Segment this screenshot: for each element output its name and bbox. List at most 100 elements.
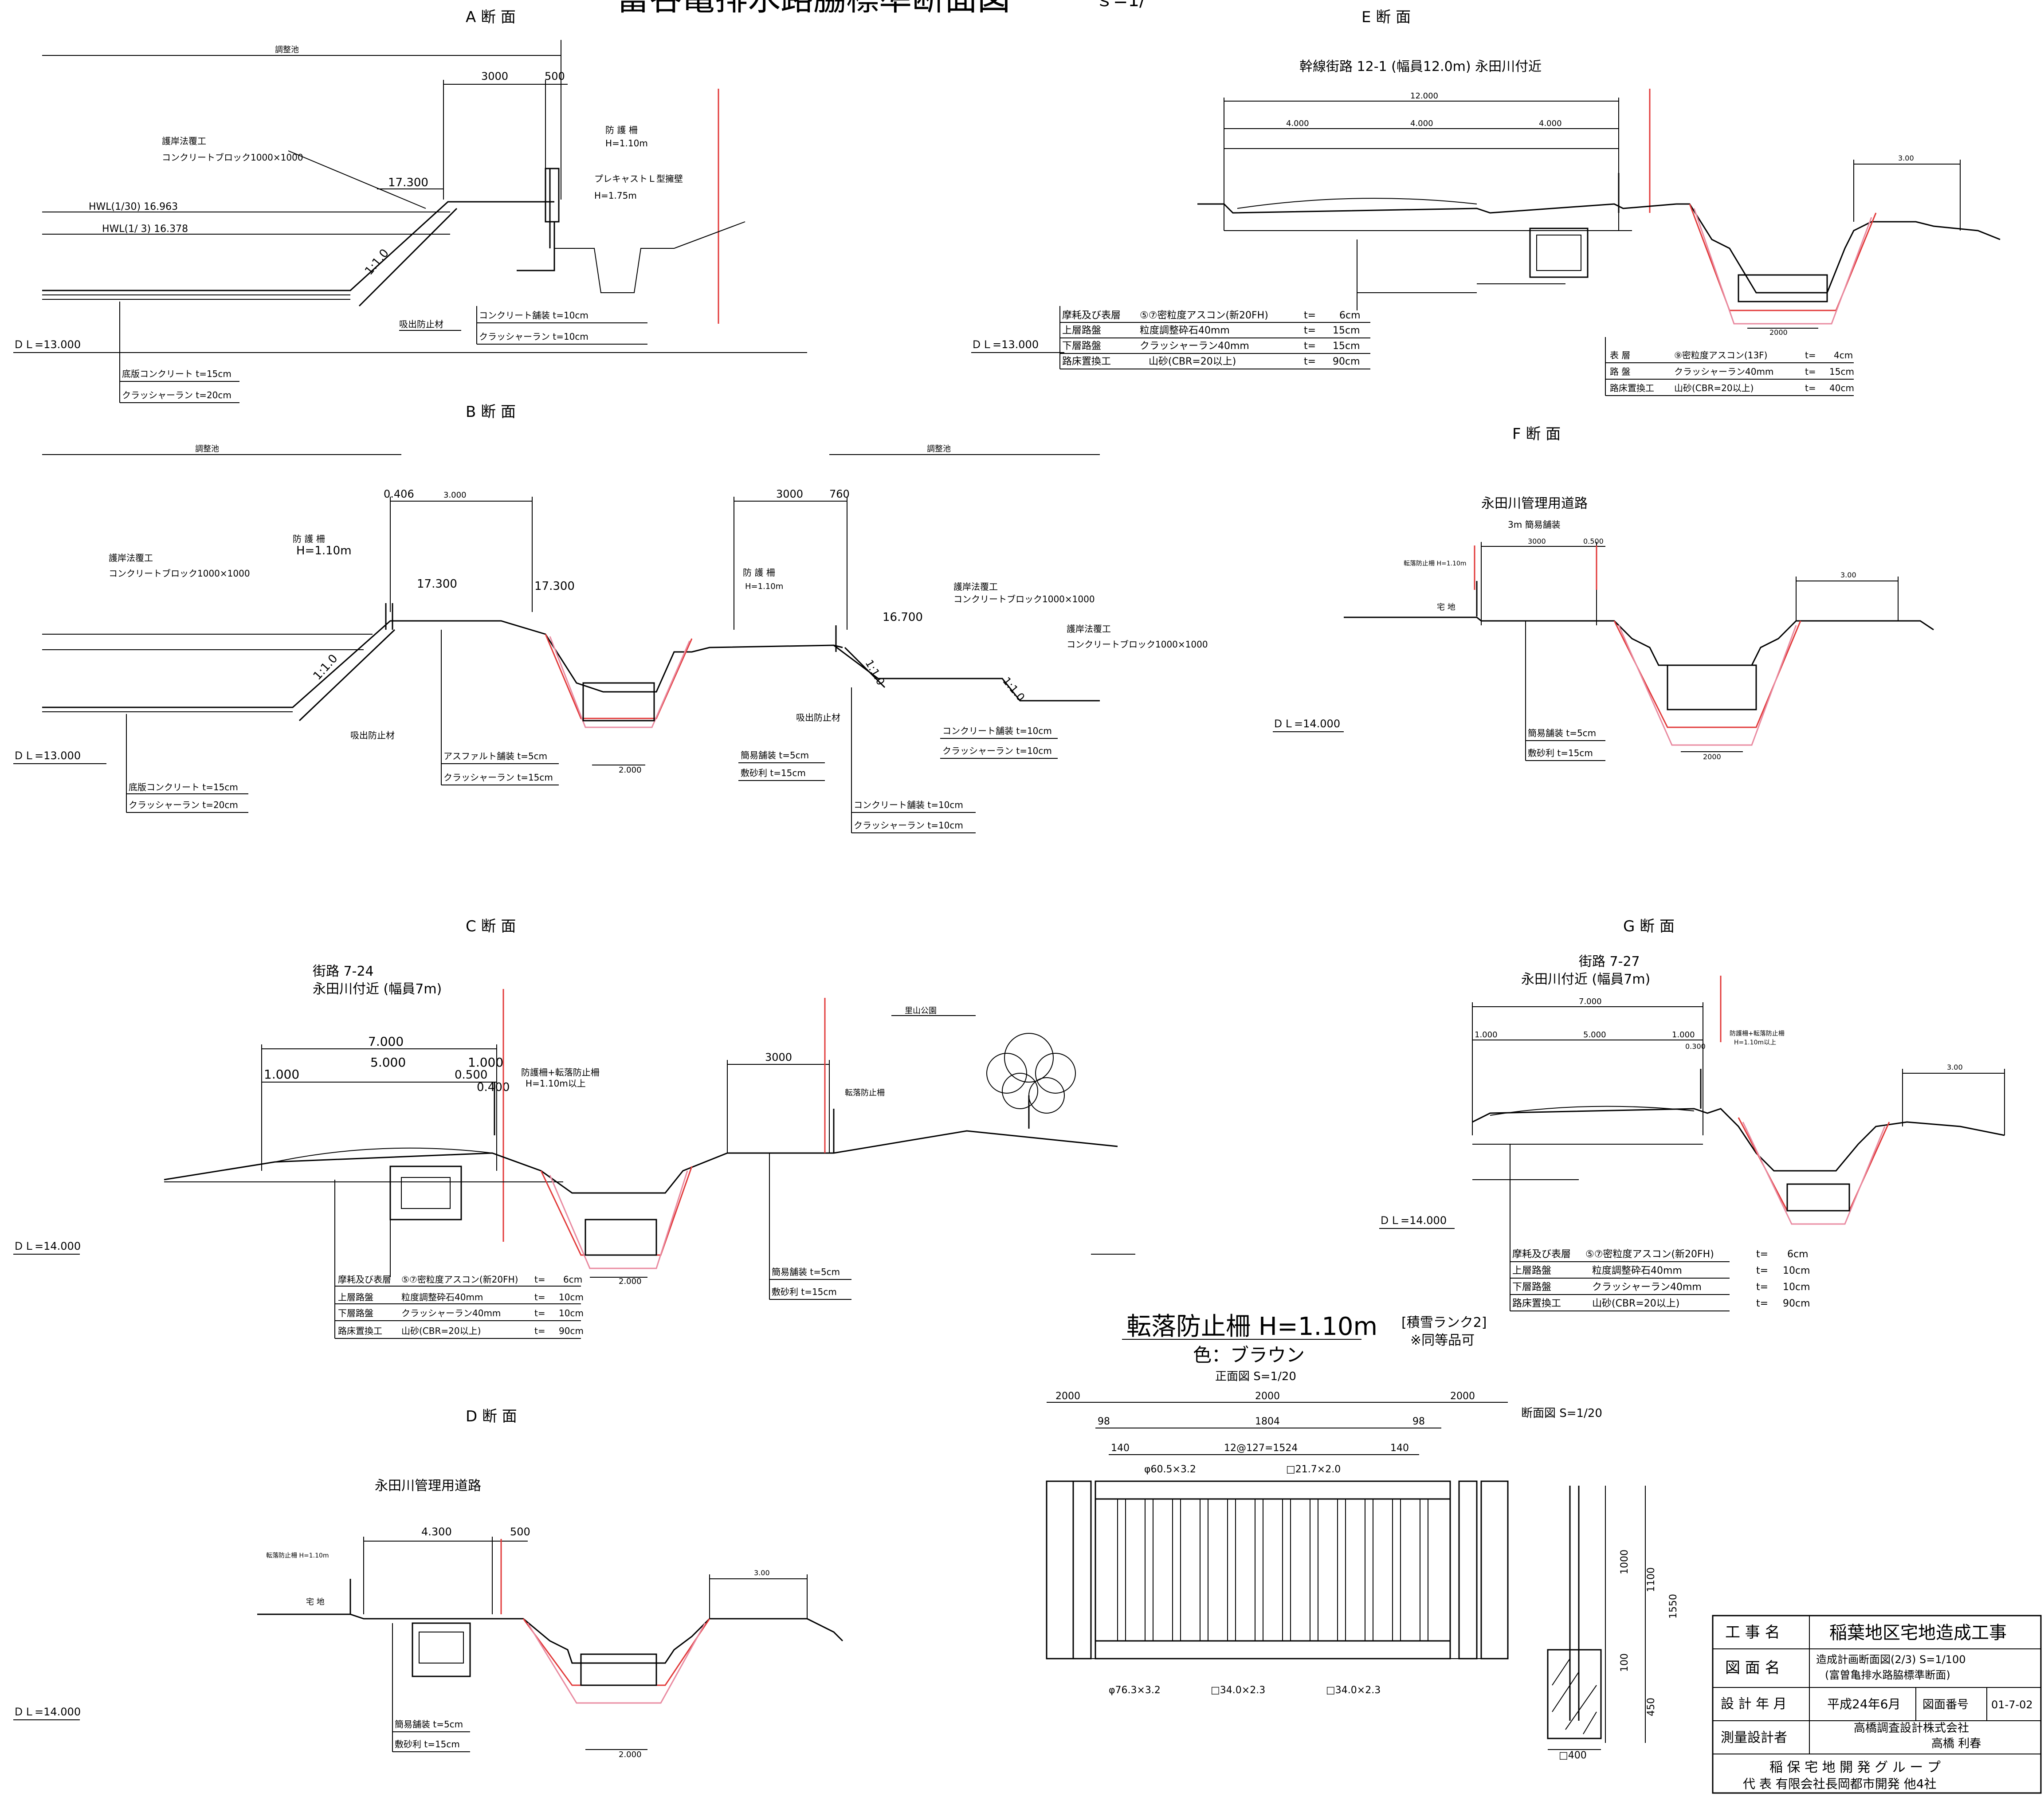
section-g-fence-h: H=1.10m以上 bbox=[1734, 1039, 1776, 1046]
section-b-title: B 断 面 bbox=[466, 403, 516, 421]
section-e-t-4b: 山砂(CBR=20以上) bbox=[1149, 356, 1236, 367]
section-a-revetment-spec: コンクリートブロック1000×1000 bbox=[162, 152, 303, 163]
section-b-dim-r1: 3000 bbox=[776, 488, 803, 500]
section-c-t-1a: 摩耗及び表層 bbox=[338, 1274, 391, 1285]
section-f-simple-2: 敷砂利 t=15cm bbox=[1528, 748, 1593, 758]
title-block: 工 事 名 稲葉地区宅地造成工事 図 面 名 造成計画断面図(2/3) S=1/… bbox=[1712, 1615, 2042, 1794]
section-e-t2-2a: 路 盤 bbox=[1610, 366, 1630, 377]
section-f-dim-1: 3000 bbox=[1528, 537, 1546, 545]
section-b-dim-l2: 3.000 bbox=[443, 490, 467, 500]
tb-label-drawing: 図 面 名 bbox=[1725, 1659, 1780, 1677]
section-c-t-4a: 路床置換工 bbox=[338, 1326, 382, 1336]
fence-bar bbox=[1145, 1499, 1153, 1641]
fence-detail: 転落防止柵 H=1.10m [積雪ランク2] ※同等品可 色：ブラウン 正面図 … bbox=[1046, 1312, 1679, 1761]
section-e-t2-3a: 路床置換工 bbox=[1610, 383, 1654, 393]
section-g-t-4b: 山砂(CBR=20以上) bbox=[1592, 1298, 1679, 1309]
section-a: A 断 面 調整池 3000 500 護岸法覆工 コンクリートブロック1000×… bbox=[13, 8, 807, 403]
section-b-fence-r: 防 護 柵 bbox=[743, 567, 775, 578]
section-e-t2-2c: t= bbox=[1805, 366, 1816, 377]
fence-bar bbox=[1255, 1499, 1263, 1641]
section-c-t-2d: 10cm bbox=[559, 1292, 584, 1303]
section-a-suction: 吸出防止材 bbox=[399, 319, 443, 330]
section-d-right: 3.00 bbox=[754, 1569, 770, 1577]
section-a-hwl1: HWL(1/30) 16.963 bbox=[89, 201, 178, 212]
section-g-t-3b: クラッシャーラン40mm bbox=[1592, 1282, 1702, 1293]
section-f-right: 3.00 bbox=[1840, 571, 1856, 579]
section-c-t-4d: 90cm bbox=[559, 1326, 584, 1336]
section-b-width: 2.000 bbox=[619, 765, 642, 775]
section-g-t-1c: t= bbox=[1756, 1249, 1768, 1260]
section-e-t2-1d: 4cm bbox=[1834, 350, 1853, 361]
section-e-right: 3.00 bbox=[1898, 154, 1914, 162]
section-a-title: A 断 面 bbox=[466, 8, 516, 26]
section-e-total: 12.000 bbox=[1410, 91, 1438, 101]
fence-dim-top-2: 2000 bbox=[1255, 1391, 1280, 1402]
section-f-width: 2000 bbox=[1703, 753, 1721, 761]
section-b-elev3: 16.700 bbox=[883, 611, 923, 624]
section-g-pavement-table: 摩耗及び表層 ⑤⑦密粒度アスコン(新20FH) t= 6cm 上層路盤 粒度調整… bbox=[1510, 1144, 1810, 1311]
section-b-dl: ＤＬ=13.000 bbox=[13, 749, 81, 762]
fence-bar1: □34.0×2.3 bbox=[1211, 1685, 1265, 1696]
section-d-simple-2: 敷砂利 t=15cm bbox=[395, 1739, 460, 1750]
section-g-dim-3: 1.000 bbox=[1672, 1030, 1695, 1040]
section-a-pave-2: クラッシャーラン t=10cm bbox=[479, 331, 588, 342]
fence-bars bbox=[1117, 1499, 1428, 1641]
section-g-t-2b: 粒度調整砕石40mm bbox=[1592, 1265, 1682, 1276]
tb-drawing-2: (富曽亀排水路脇標準断面) bbox=[1825, 1669, 1950, 1681]
section-b-conc2-1: コンクリート舗装 t=10cm bbox=[854, 800, 963, 810]
fence-dim2-1: 98 bbox=[1098, 1416, 1110, 1427]
section-a-top-label: 調整池 bbox=[275, 45, 299, 55]
section-c-park: 里山公園 bbox=[905, 1006, 937, 1016]
section-c-t-3c: t= bbox=[534, 1308, 545, 1318]
section-b-revet-r2-spec: コンクリートブロック1000×1000 bbox=[1067, 639, 1208, 650]
section-b-asph-1: アスファルト舗装 t=5cm bbox=[443, 751, 547, 761]
section-a-dl: ＤＬ=13.000 bbox=[13, 338, 81, 351]
tb-group: 稲 保 宅 地 開 発 グ ル ー プ bbox=[1769, 1760, 1941, 1775]
section-a-elev: 17.300 bbox=[388, 176, 428, 189]
fence-title: 転落防止柵 H=1.10m bbox=[1126, 1312, 1377, 1341]
section-e-t-2c: t= bbox=[1304, 325, 1316, 336]
fence-h-450: 450 bbox=[1646, 1698, 1657, 1716]
section-e-t-2d: 15cm bbox=[1333, 325, 1360, 336]
section-g-t-1a: 摩耗及び表層 bbox=[1512, 1249, 1571, 1260]
section-g-t-4a: 路床置換工 bbox=[1512, 1298, 1561, 1309]
sheet-title: 富谷亀排水路脇標準断面図 bbox=[616, 0, 1010, 18]
section-b-conc1-2: クラッシャーラン t=10cm bbox=[942, 745, 1052, 756]
section-c-simple-1: 簡易舗装 t=5cm bbox=[772, 1267, 840, 1277]
section-e-t-3d: 15cm bbox=[1333, 341, 1360, 352]
section-e-pavement-table: 摩耗及び表層 ⑤⑦密粒度アスコン(新20FH) t= 6cm 上層路盤 粒度調整… bbox=[1059, 306, 1370, 369]
section-f-title: F 断 面 bbox=[1512, 425, 1561, 443]
tb-designer-2: 高橋 利春 bbox=[1931, 1737, 1981, 1750]
section-b-dim-r2: 760 bbox=[829, 488, 850, 500]
section-e-t-2a: 上層路盤 bbox=[1062, 325, 1101, 336]
section-g-dim-4: 0.300 bbox=[1685, 1042, 1706, 1051]
section-c-simple-2: 敷砂利 t=15cm bbox=[772, 1287, 837, 1297]
tb-drawing-1: 造成計画断面図(2/3) S=1/100 bbox=[1816, 1653, 1966, 1666]
fence-pipe1: φ60.5×3.2 bbox=[1144, 1464, 1196, 1475]
section-g-t-3d: 10cm bbox=[1783, 1282, 1810, 1293]
section-c-t-4c: t= bbox=[534, 1326, 545, 1336]
section-e-t2-1c: t= bbox=[1805, 350, 1816, 361]
section-c-t-3a: 下層路盤 bbox=[338, 1308, 373, 1318]
section-e: E 断 面 幹線街路 12-1 (幅員12.0m) 永田川付近 12.000 4… bbox=[971, 8, 2001, 396]
section-d-title: D 断 面 bbox=[466, 1408, 517, 1425]
section-a-precast-h: H=1.75m bbox=[594, 190, 637, 201]
section-a-base-2: クラッシャーラン t=20cm bbox=[122, 390, 231, 400]
tb-rep: 代 表 有限会社長岡都市開発 他4社 bbox=[1743, 1777, 1937, 1791]
section-c-fall: 転落防止柵 bbox=[845, 1088, 885, 1098]
section-b-slope-r1: 1:1.0 bbox=[863, 658, 887, 687]
section-g-fence: 防護柵+転落防止柵 bbox=[1730, 1030, 1785, 1037]
section-b-simple-2: 敷砂利 t=15cm bbox=[741, 768, 806, 778]
section-e-t2-2d: 15cm bbox=[1829, 366, 1854, 377]
section-a-base-1: 底版コンクリート t=15cm bbox=[122, 369, 231, 379]
fence-dim3-1: 140 bbox=[1111, 1443, 1130, 1454]
sheet-title-scale: ｓ=1/ bbox=[1095, 0, 1146, 11]
section-e-dim-1: 4.000 bbox=[1286, 119, 1309, 128]
section-d-dim-2: 500 bbox=[510, 1526, 530, 1538]
fence-bar bbox=[1420, 1499, 1428, 1641]
fence-dim2-3: 98 bbox=[1412, 1416, 1425, 1427]
section-b-asph-2: クラッシャーラン t=15cm bbox=[443, 772, 553, 783]
section-g-t-2d: 10cm bbox=[1783, 1265, 1810, 1276]
fence-h-1000: 1000 bbox=[1619, 1550, 1630, 1574]
section-c-t-1b: ⑤⑦密粒度アスコン(新20FH) bbox=[401, 1274, 518, 1285]
